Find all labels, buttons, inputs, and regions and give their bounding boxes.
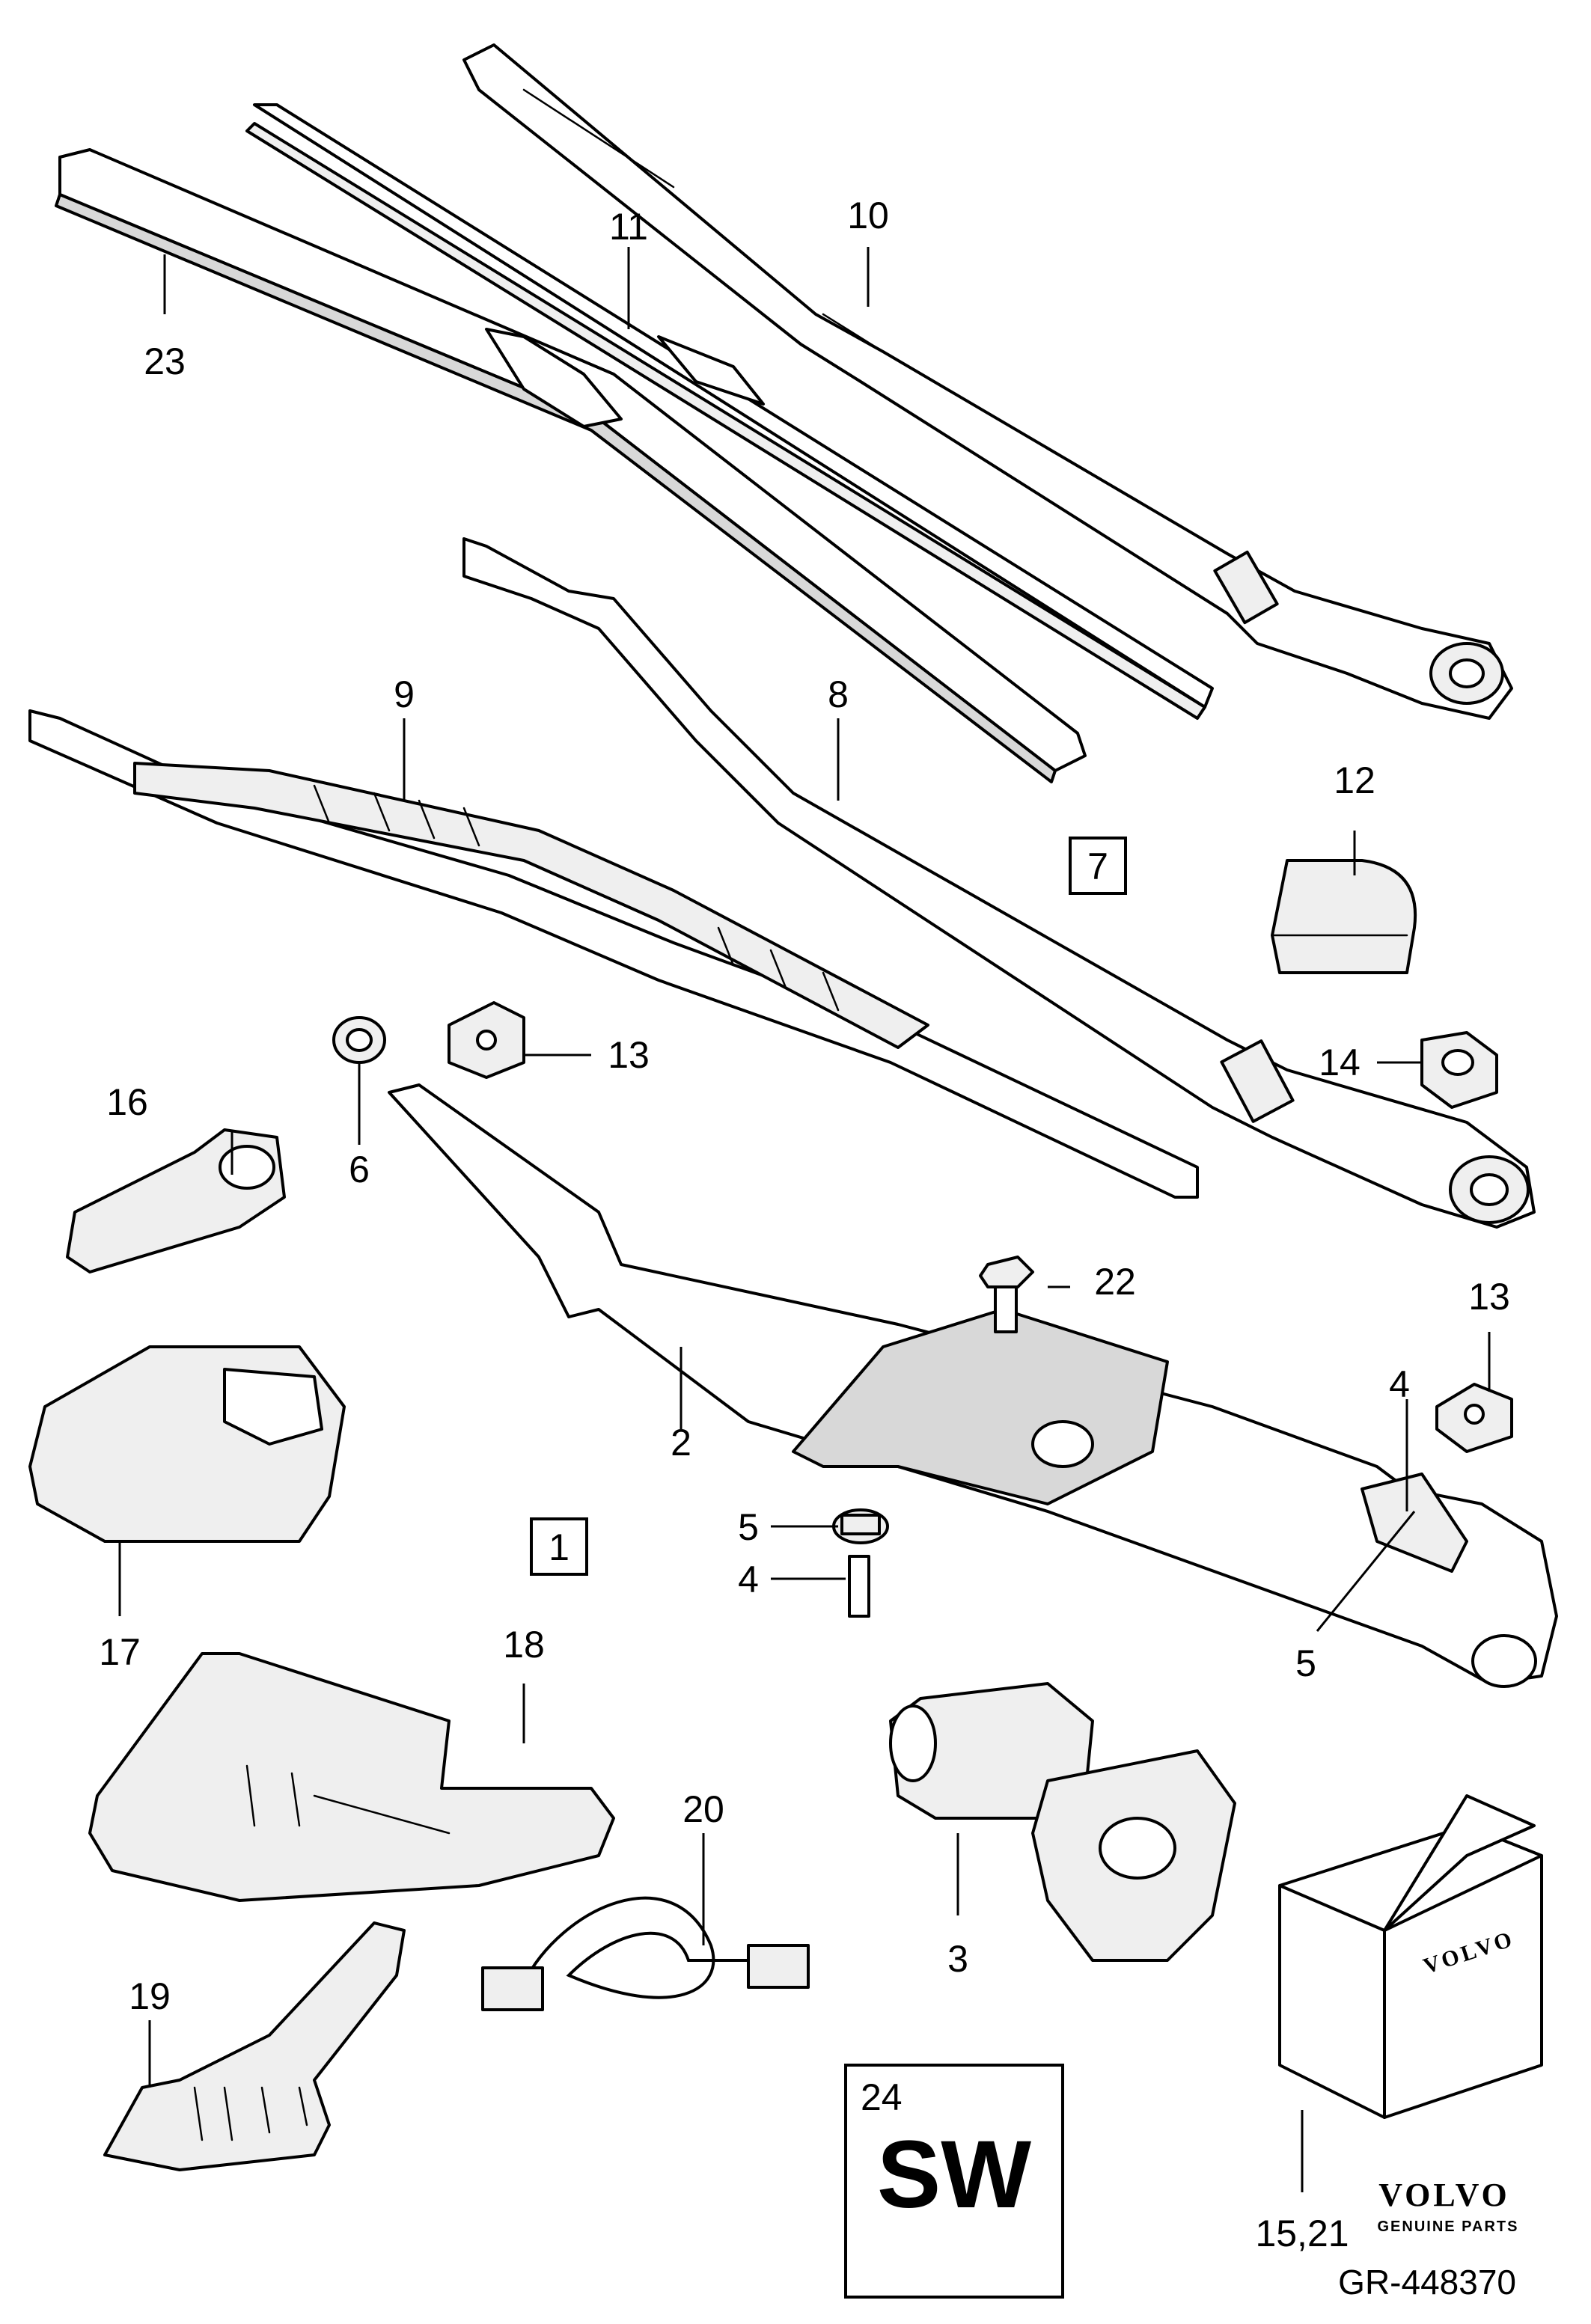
grommet-6 (332, 1016, 386, 1064)
callout-4-left: 4 (738, 1559, 759, 1600)
harness-20 (481, 1896, 810, 2011)
callout-24: 24 (861, 2076, 903, 2118)
callout-15-21: 15,21 (1255, 2213, 1349, 2254)
callout-8: 8 (828, 673, 849, 715)
wiper-arm-8 (462, 537, 1536, 1229)
bolt-22 (979, 1256, 1034, 1333)
callout-6: 6 (349, 1149, 370, 1190)
sw-box (844, 2064, 1064, 2299)
wiper-blade-11 (245, 103, 1214, 720)
cap-12 (1271, 859, 1417, 974)
callout-13-left: 13 (608, 1034, 650, 1076)
wiper-blade-23 (55, 148, 1087, 783)
callout-10: 10 (847, 195, 889, 236)
sw-label: SW (877, 2121, 1031, 2228)
logo-subtitle: GENUINE PARTS (1378, 2218, 1519, 2235)
callout-5-left: 5 (738, 1506, 759, 1548)
leader-lines (118, 247, 1491, 2192)
ref-box-7 (1069, 837, 1127, 895)
bushing-13-right (1435, 1383, 1513, 1453)
cover-19 (103, 1921, 406, 2171)
callout-20: 20 (682, 1788, 724, 1830)
bolt-4-left (832, 1508, 889, 1618)
cover-17 (28, 1345, 346, 1543)
ref-box-1 (530, 1517, 588, 1576)
bushing-13-left (448, 1001, 525, 1079)
logo-brand: VOLVO (1378, 2177, 1510, 2213)
callout-5-right: 5 (1295, 1642, 1316, 1684)
wiper-motor-3 (889, 1682, 1236, 1962)
callout-4-right: 4 (1389, 1363, 1410, 1405)
callout-19: 19 (129, 1975, 171, 2017)
callout-17: 17 (99, 1631, 141, 1673)
wiper-arm-10 (462, 43, 1513, 720)
callout-2: 2 (671, 1422, 691, 1464)
callout-3: 3 (947, 1938, 968, 1980)
callout-1: 1 (549, 1526, 569, 1568)
wiper-blade-9 (28, 709, 1199, 1199)
callout-14: 14 (1319, 1042, 1361, 1083)
callout-13-right: 13 (1468, 1276, 1510, 1318)
cover-18 (88, 1652, 615, 1902)
volvo-logo: VOLVO GENUINE PARTS (1378, 2177, 1519, 2235)
reference-number: GR-448370 (1338, 2263, 1516, 2302)
callout-22: 22 (1094, 1261, 1136, 1303)
parts-box-15-21: VOLVO (1278, 1794, 1543, 2119)
callout-11: 11 (609, 206, 648, 248)
nut-14 (1420, 1031, 1498, 1109)
wiper-linkage-2 (388, 1083, 1558, 1688)
callout-12: 12 (1334, 759, 1375, 801)
callout-9: 9 (394, 673, 415, 715)
callout-7: 7 (1087, 845, 1108, 887)
callout-16: 16 (106, 1081, 148, 1123)
callout-23: 23 (144, 340, 186, 382)
clip-16 (66, 1128, 286, 1273)
callout-18: 18 (503, 1624, 545, 1666)
